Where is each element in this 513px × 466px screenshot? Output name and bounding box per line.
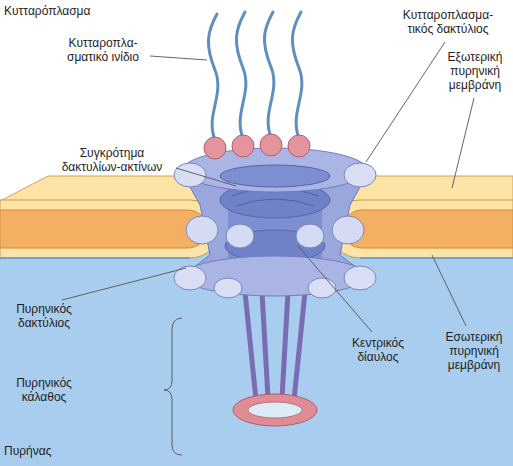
- ring-bead: [344, 163, 376, 187]
- cytoplasmic-ring-hole: [220, 165, 330, 187]
- fibrils: [208, 12, 301, 140]
- basket-ring-hole: [248, 402, 302, 418]
- basket-rods: [245, 292, 305, 400]
- region-label: Κυτταρόπλασμα: [4, 4, 124, 18]
- part-label: Πυρηνικός δακτύλιος: [4, 302, 84, 330]
- part-label: Κυτταροπλα- σματικό ινίδιο: [56, 36, 150, 64]
- ring-bead: [174, 163, 206, 187]
- part-label: Πυρηνικός κάλαθος: [4, 376, 84, 404]
- inner-membrane-edge: [0, 257, 190, 259]
- membrane-slab: [0, 200, 220, 258]
- inner-membrane-edge: [360, 257, 513, 259]
- part-label: Κεντρικός δίαυλος: [336, 336, 420, 364]
- basket-ring: [233, 394, 317, 426]
- region-label: Πυρήνας: [4, 444, 94, 458]
- fibril-base: [204, 134, 310, 159]
- ring-bead: [344, 266, 376, 290]
- ring-bead: [308, 278, 336, 298]
- spoke-bead: [226, 224, 254, 248]
- part-label: Κυτταροπλασμα- τικός δακτύλιος: [392, 8, 504, 36]
- nuclear-ring: [183, 256, 367, 296]
- part-label: Συγκρότημα δακτυλίων-ακτίνων: [50, 146, 174, 174]
- membrane-slab: [330, 200, 513, 258]
- spoke-lines: [236, 199, 314, 206]
- part-label: Εξωτερική πυρηνική μεμβράνη: [440, 50, 510, 92]
- spoke-bead: [186, 216, 218, 244]
- leader-lines: [62, 42, 474, 455]
- cytoplasm-ground: [0, 0, 513, 205]
- part-label: Εσωτερική πυρηνική μεμβράνη: [438, 330, 510, 372]
- ring-bead: [214, 278, 242, 298]
- perinuclear-space: [0, 210, 207, 248]
- perinuclear-space: [343, 210, 513, 248]
- spoke-bead: [296, 224, 324, 248]
- nucleus-ground: [0, 200, 513, 466]
- spoke-bead: [332, 216, 364, 244]
